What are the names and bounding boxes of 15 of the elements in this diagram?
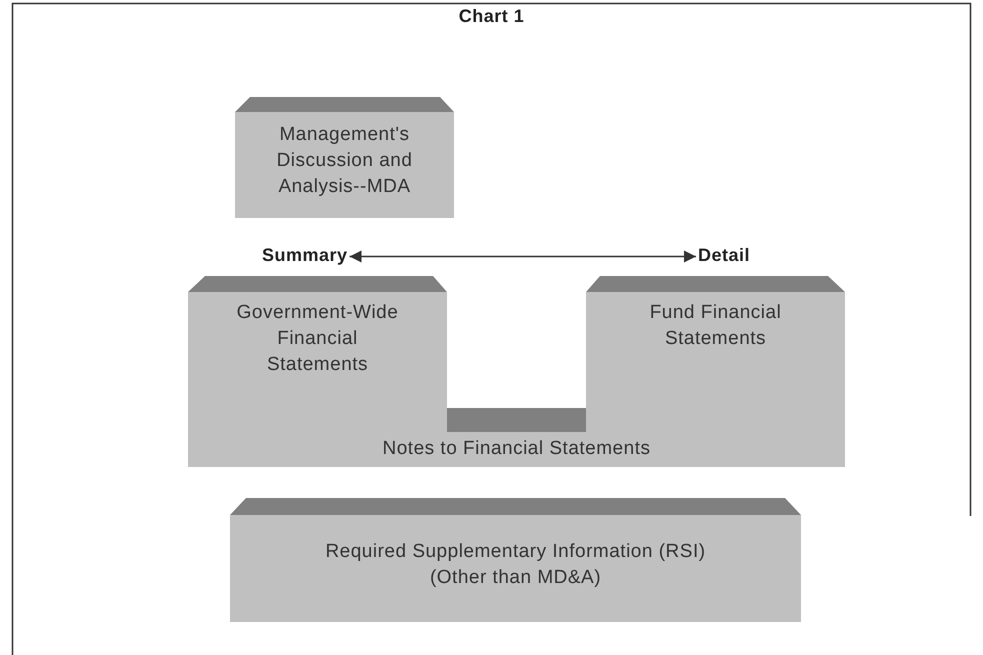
side-label: Summary xyxy=(262,245,348,266)
block-text: Required Supplementary Information (RSI) (Other than MD&A) xyxy=(324,540,707,590)
block-text: Management's Discussion and Analysis--MDA xyxy=(276,123,414,199)
report-block xyxy=(230,498,801,622)
connector-bar xyxy=(447,408,586,432)
side-label: Detail xyxy=(698,245,750,266)
block-text: Notes to Financial Statements xyxy=(382,437,652,461)
double-arrow xyxy=(350,250,696,262)
block-text: Fund Financial Statements xyxy=(648,301,782,351)
report-block xyxy=(235,97,454,218)
report-block xyxy=(188,276,447,432)
block-text: Government-Wide Financial Statements xyxy=(236,301,400,377)
chart-title: Chart 1 xyxy=(458,6,526,27)
report-block xyxy=(586,276,845,432)
report-block xyxy=(188,432,845,467)
